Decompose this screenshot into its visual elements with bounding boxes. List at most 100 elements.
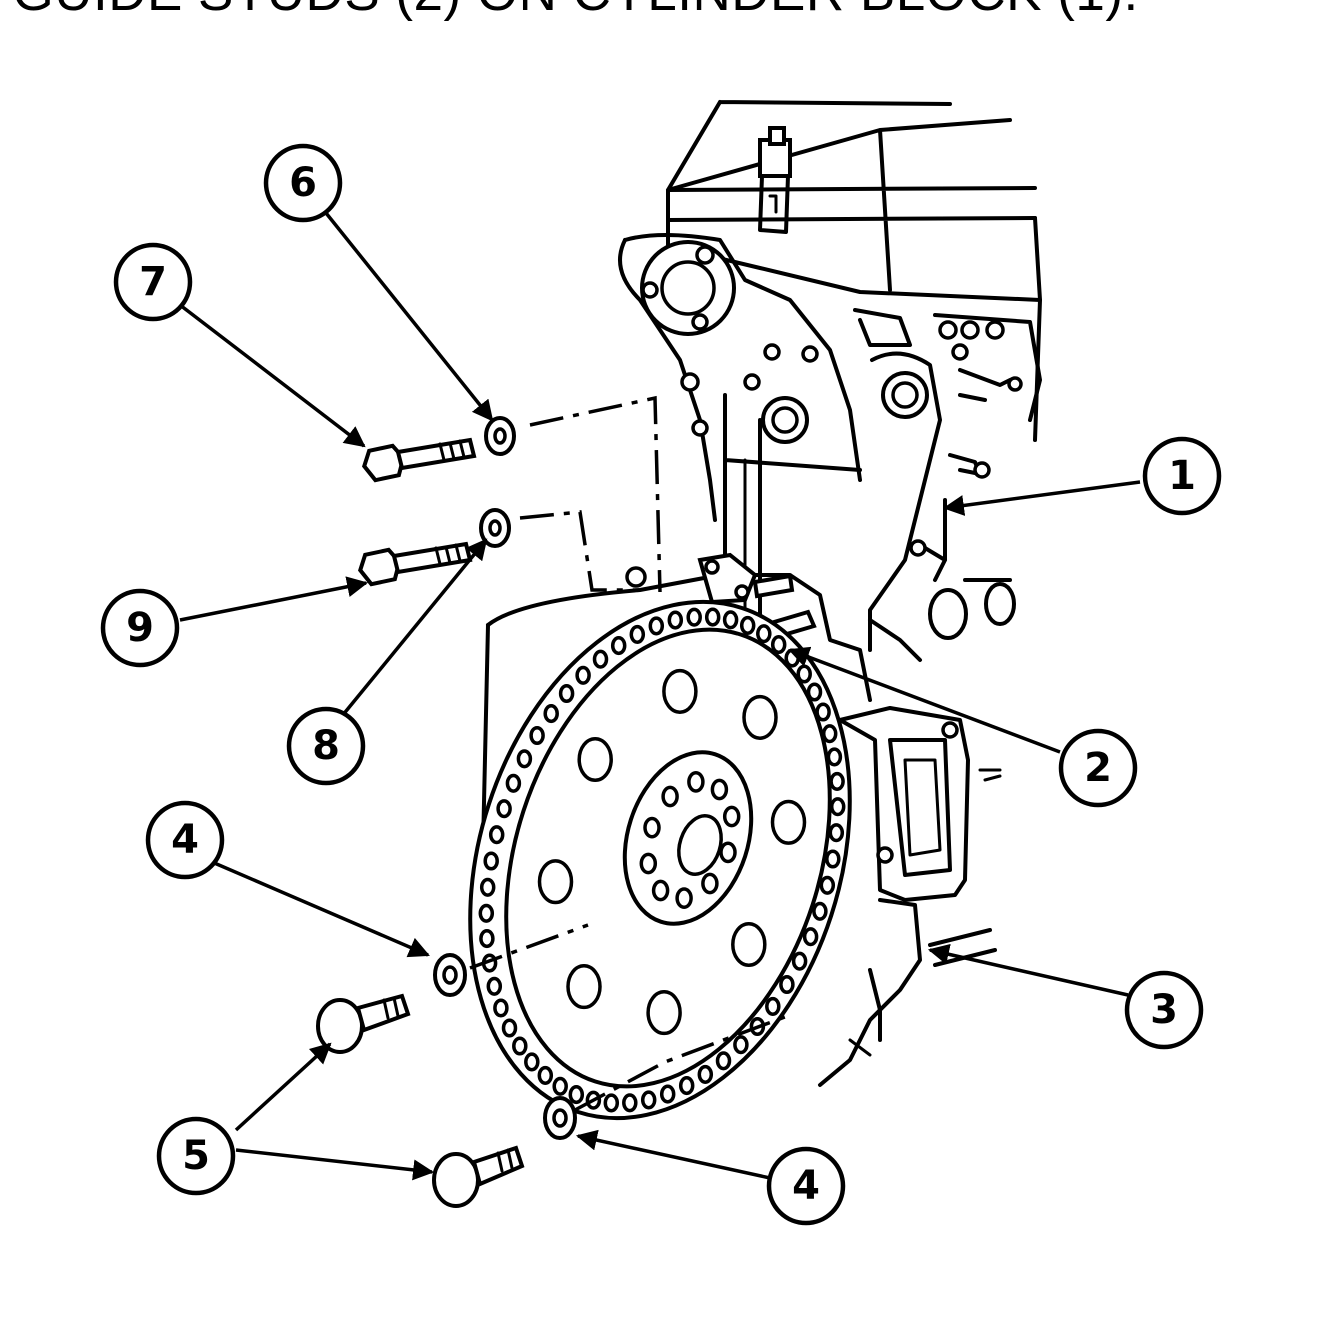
ring-teeth-hole: [478, 903, 495, 923]
ring-teeth-hole: [501, 1018, 518, 1038]
assembly-lines: [469, 395, 791, 1112]
ring-teeth-hole: [496, 799, 512, 819]
ring-teeth-hole: [640, 1090, 657, 1110]
ring-teeth-hole: [826, 747, 843, 767]
callout-4-lower-label: 4: [792, 1163, 820, 1209]
web-holes-hole: [731, 921, 767, 968]
flywheel: [468, 599, 852, 1121]
ring-teeth-hole: [821, 724, 838, 744]
ring-teeth-hole: [592, 649, 609, 669]
ring-teeth-hole: [524, 1052, 540, 1072]
bolt-5-upper: [316, 993, 411, 1054]
washer-6: [484, 416, 516, 456]
ring-teeth-hole: [516, 749, 533, 769]
web-holes-hole: [537, 859, 574, 905]
ring-teeth-hole: [828, 823, 845, 843]
ring-teeth-hole: [715, 1051, 732, 1071]
ring-teeth-hole: [704, 607, 721, 627]
cylinder-block: [618, 100, 1042, 662]
callout-8: 8: [286, 706, 366, 786]
callout-7-label: 7: [139, 259, 167, 305]
ring-teeth-hole: [697, 1064, 714, 1084]
ring-teeth-hole: [568, 1085, 585, 1105]
callout-5-label: 5: [182, 1133, 210, 1179]
callout-5: 5: [156, 1116, 236, 1196]
bolt-5-lower: [432, 1145, 525, 1208]
ring-teeth-hole: [486, 976, 503, 996]
washer-8: [479, 508, 511, 548]
washer-4-upper: [433, 953, 467, 997]
ring-teeth-hole: [829, 771, 845, 791]
ring-teeth-hole: [829, 797, 846, 817]
ring-teeth-hole: [825, 849, 841, 869]
ring-teeth-hole: [479, 877, 496, 897]
ring-teeth-hole: [779, 974, 795, 995]
callout-1-label: 1: [1168, 453, 1196, 499]
ring-teeth-hole: [552, 1076, 568, 1096]
ring-teeth-hole: [678, 1076, 695, 1096]
ring-teeth-hole: [802, 927, 819, 947]
hub-holes-hole: [643, 816, 661, 839]
hub-holes-hole: [687, 771, 705, 793]
hub-holes-hole: [651, 879, 670, 902]
callout-2: 2: [1058, 728, 1138, 808]
ring-teeth-hole: [770, 635, 787, 655]
web-holes-hole: [577, 736, 613, 783]
callout-3-label: 3: [1150, 987, 1178, 1033]
web-holes-hole: [770, 799, 807, 845]
callout-8-label: 8: [312, 723, 340, 769]
callout-6: 6: [263, 143, 343, 223]
ring-teeth-hole: [488, 825, 505, 845]
ring-teeth-hole: [610, 636, 627, 656]
callout-3: 3: [1124, 970, 1204, 1050]
ring-teeth-hole: [756, 624, 772, 644]
ring-teeth-hole: [622, 1093, 638, 1113]
ring-teeth-hole: [739, 615, 756, 635]
leader-lines: [178, 206, 1141, 1181]
callout-9: 9: [100, 588, 180, 668]
washer-4-lower: [543, 1096, 577, 1140]
ring-teeth-hole: [575, 665, 591, 685]
hub-holes-hole: [710, 778, 729, 801]
callout-6-label: 6: [289, 160, 317, 206]
web-holes-hole: [566, 964, 602, 1010]
ring-teeth-hole: [537, 1065, 554, 1085]
callout-7: 7: [113, 242, 193, 322]
callout-4-upper: 4: [145, 800, 225, 880]
ring-teeth-hole: [558, 683, 575, 704]
ring-teeth-hole: [529, 725, 545, 746]
ring-teeth-hole: [483, 851, 499, 871]
ring-teeth-hole: [722, 610, 739, 630]
ring-teeth-hole: [659, 1084, 676, 1104]
instruction-heading: WO GUIDE STUDS (2) ON CYLINDER BLOCK (1)…: [0, 0, 1139, 23]
web-holes-hole: [662, 668, 698, 714]
ring-teeth-hole: [505, 773, 522, 793]
callout-2-label: 2: [1084, 745, 1112, 791]
ring-teeth-hole: [603, 1093, 620, 1113]
hub-holes-hole: [661, 785, 679, 808]
ring-teeth-hole: [667, 610, 684, 630]
ring-teeth-hole: [629, 624, 646, 644]
hub-holes-hole: [639, 852, 658, 875]
ring-teeth-hole: [512, 1036, 528, 1056]
ring-teeth-hole: [815, 702, 831, 722]
bolt-9: [357, 541, 473, 587]
callout-4-upper-label: 4: [171, 817, 199, 863]
ring-teeth-hole: [479, 929, 495, 949]
ring-teeth-hole: [686, 607, 702, 627]
bolt-7: [361, 437, 477, 483]
ring-teeth-hole: [812, 901, 828, 921]
ring-teeth-hole: [796, 664, 812, 684]
hub-holes-hole: [675, 887, 693, 909]
ring-teeth-hole: [493, 998, 509, 1018]
web-holes-hole: [742, 694, 778, 740]
callout-9-label: 9: [126, 605, 154, 651]
ring-teeth-hole: [648, 616, 665, 636]
hub-holes-hole: [701, 872, 719, 895]
ring-teeth-hole: [733, 1035, 749, 1055]
web-holes-hole: [646, 990, 682, 1036]
ring-teeth-hole: [765, 996, 781, 1016]
hub-holes-hole: [722, 805, 741, 828]
